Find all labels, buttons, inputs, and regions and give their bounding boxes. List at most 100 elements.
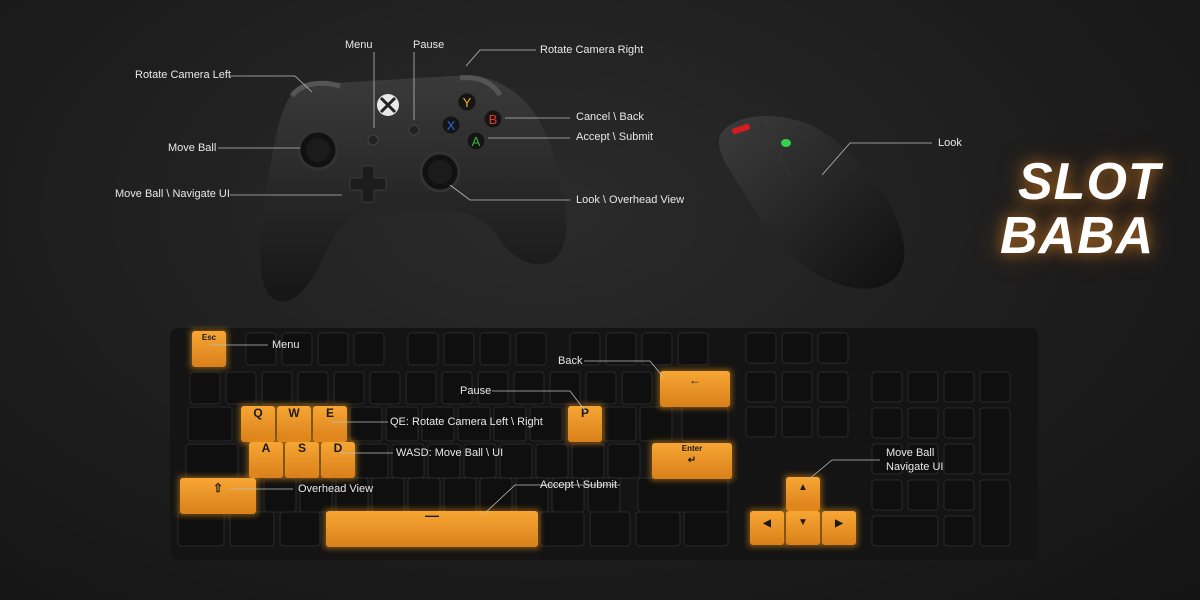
key-0-2 <box>281 332 313 366</box>
label-controller-pause: Pause <box>413 39 445 51</box>
key-5-4 <box>589 511 631 547</box>
key-1-11 <box>585 371 617 405</box>
key-4-5 <box>443 477 477 513</box>
svg-text:X: X <box>447 118 456 133</box>
label-controller-menu: Menu <box>345 39 373 51</box>
key-w-legend: W <box>288 406 300 420</box>
key-right <box>822 511 856 545</box>
key-1-9 <box>513 371 545 405</box>
key-s-legend: S <box>298 441 306 455</box>
label-key-qe: QE: Rotate Camera Left \ Right <box>390 416 543 428</box>
numpad-key-0-2 <box>871 443 903 475</box>
key-backspace-legend: ← <box>689 373 701 387</box>
key-a-legend: A <box>262 441 271 455</box>
gamepad: Y B X A <box>260 75 567 302</box>
key-4-10 <box>637 477 729 513</box>
brand-logo-line2: BABA <box>1000 207 1155 265</box>
label-key-navigate-ui: Navigate UI <box>886 461 944 473</box>
numpad-key-1-3 <box>907 479 939 511</box>
numpad-key-2-1 <box>943 407 975 439</box>
key-4-0 <box>263 477 297 513</box>
key-1-2 <box>261 371 293 405</box>
numpad-zero <box>871 515 939 547</box>
key-right-legend: ▶ <box>834 518 844 529</box>
label-key-pause: Pause <box>460 385 492 397</box>
key-left-legend: ◀ <box>762 518 771 529</box>
key-1-3 <box>297 371 329 405</box>
key-2-8 <box>639 406 673 442</box>
key-0-10 <box>605 332 637 366</box>
key-s <box>285 442 319 478</box>
key-1-8 <box>477 371 509 405</box>
key-space-legend: — <box>425 507 439 523</box>
label-rotate-right: Rotate Camera Right <box>540 44 644 56</box>
key-1-0 <box>189 371 221 405</box>
key-3-6 <box>535 443 569 479</box>
key-3-1 <box>355 443 389 479</box>
numpad-key-1-2 <box>907 443 939 475</box>
key-2-1 <box>349 406 383 442</box>
svg-text:A: A <box>472 134 481 149</box>
key-3-3 <box>427 443 461 479</box>
key-backspace <box>660 371 730 407</box>
key-enter-legend: Enter <box>682 444 702 453</box>
label-look-overhead: Look \ Overhead View <box>576 194 685 206</box>
key-2-9 <box>681 406 729 442</box>
key-3-7 <box>571 443 605 479</box>
svg-text:Y: Y <box>463 95 472 110</box>
key-shift-legend: ⇧ <box>213 481 223 495</box>
nav-key-6 <box>745 406 777 438</box>
label-mouse-look: Look <box>938 137 962 149</box>
key-0-11 <box>641 332 673 366</box>
key-1-5 <box>369 371 401 405</box>
key-0-7 <box>479 332 511 366</box>
key-shift <box>180 478 256 514</box>
nav-key-2 <box>817 332 849 364</box>
label-move-ball-navigate: Move Ball \ Navigate UI <box>115 188 230 200</box>
numpad-key-2-0 <box>943 371 975 403</box>
label-key-overhead: Overhead View <box>298 483 374 495</box>
key-3-5 <box>499 443 533 479</box>
label-rotate-left: Rotate Camera Left <box>135 69 231 81</box>
label-accept-submit: Accept \ Submit <box>576 131 654 143</box>
key-a <box>249 442 283 478</box>
key-d-legend: D <box>334 441 343 455</box>
key-1-6 <box>405 371 437 405</box>
numpad-key-3-0 <box>979 371 1011 403</box>
nav-key-5 <box>817 371 849 403</box>
label-cancel-back: Cancel \ Back <box>576 111 644 123</box>
key-1-7 <box>441 371 473 405</box>
key-2-6 <box>529 406 563 442</box>
key-esc-legend: Esc <box>202 333 217 342</box>
key-5-2 <box>279 511 321 547</box>
key-q <box>241 406 275 442</box>
key-p-legend: P <box>581 406 589 420</box>
nav-key-4 <box>781 371 813 403</box>
label-key-menu: Menu <box>272 339 300 351</box>
mouse <box>718 116 905 289</box>
nav-key-0 <box>745 332 777 364</box>
numpad-key-1-1 <box>907 407 939 439</box>
key-4-6 <box>479 477 513 513</box>
key-0-6 <box>443 332 475 366</box>
key-enter-arrow: ↵ <box>688 455 696 466</box>
nav-key-3 <box>745 371 777 403</box>
numpad-key-0-0 <box>871 371 903 403</box>
label-key-back: Back <box>558 355 583 367</box>
key-e-legend: E <box>326 406 334 420</box>
key-0-4 <box>353 332 385 366</box>
key-w <box>277 406 311 442</box>
key-d <box>321 442 355 478</box>
brand-logo-line1: SLOT <box>1018 153 1161 211</box>
key-1-4 <box>333 371 365 405</box>
key-0-8 <box>515 332 547 366</box>
key-3-0 <box>185 443 239 479</box>
key-1-1 <box>225 371 257 405</box>
key-left <box>750 511 784 545</box>
label-key-move-ball: Move Ball <box>886 447 935 459</box>
numpad-key-2-4 <box>943 515 975 547</box>
nav-key-7 <box>781 406 813 438</box>
key-5-1 <box>229 511 275 547</box>
key-5-6 <box>683 511 729 547</box>
